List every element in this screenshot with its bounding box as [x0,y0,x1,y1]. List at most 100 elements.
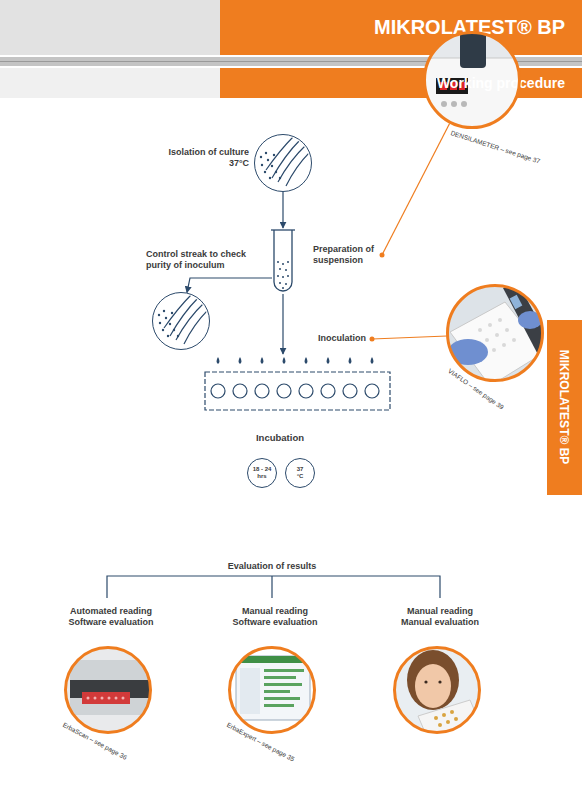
temperature-icon: 37 °C [285,458,315,488]
option-heading: Manual reading Manual evaluation [392,606,488,628]
tube-drawing [282,287,284,289]
step-label: Isolation of culture 37°C [159,147,249,169]
erbaexpert-screenshot [240,668,260,714]
technician-photo [446,720,450,724]
reading-option-circle: Manual reading Manual evaluation [393,646,481,734]
droplet-row [371,357,374,364]
evaluation-bracket [107,576,440,598]
microplate-strip [343,384,357,398]
densilameter-photo [441,101,447,107]
leader-dot [380,253,385,258]
technician-photo [438,723,442,727]
technician-photo [424,680,427,683]
option-heading: Automated reading Software evaluation [63,606,159,628]
streak-plate-icon [158,137,310,344]
viaflo-photo [518,311,542,329]
erbascan-photo [108,697,111,700]
inoculation-leader [372,336,447,339]
erbaexpert-screenshot [264,676,296,679]
page-header [0,0,220,55]
erbascan-photo [122,697,125,700]
viaflo-photo [488,323,492,327]
page-header [0,68,220,98]
erbascan-photo [64,646,152,734]
erbaexpert-screenshot [264,669,304,707]
erbascan-photo [87,697,90,700]
page-reference: ErbaExpert – see page 35 [225,721,295,763]
technician-photo [442,713,446,717]
microplate-strip [365,384,379,398]
viaflo-photo [512,338,516,342]
step-label: Inoculation [318,333,366,344]
step-circle: Control streak to check purity of inocul… [152,292,210,350]
microplate-strip [255,384,269,398]
test-tube: Preparation of suspension [272,228,382,294]
droplet-row [305,357,308,364]
inoculation-leader [370,337,375,342]
microplate-strip [321,384,335,398]
erbascan-photo [87,697,125,700]
section-subtitle: Working procedure [220,75,565,92]
step-label: Control streak to check purity of inocul… [146,249,261,271]
microplate-strip [205,372,390,410]
tube-drawing [279,268,281,270]
step-label: Preparation of suspension [313,244,377,266]
tube-drawing [285,269,287,271]
page-title: MIKROLATEST® BP [220,15,565,39]
erbaexpert-screenshot [264,683,302,686]
technician-photo [438,680,441,683]
viaflo-photo [503,283,560,368]
step-circle: Isolation of culture 37°C [254,134,312,192]
tube-drawing [271,229,295,230]
viaflo-photo [495,333,499,337]
viaflo-photo [505,328,509,332]
microplate-strip [211,384,225,398]
tube-drawing [277,261,279,263]
viaflo-photo [502,343,506,347]
tube-drawing [285,283,287,285]
page-header [220,68,582,98]
side-tab [547,320,582,495]
erbascan-photo [64,646,152,734]
erbaexpert-screenshot [236,656,310,663]
erbaexpert-screenshot [228,646,316,734]
droplet-row [327,357,330,364]
tube-drawing [282,276,284,278]
technician-photo [454,717,458,721]
microplate-strip [233,384,247,398]
microplate-strip [299,384,313,398]
tube-drawing [279,282,281,284]
tube-drawing [271,230,295,291]
technician-photo [407,650,459,710]
erbaexpert-screenshot [264,669,304,672]
leader-line [382,124,450,255]
technician-photo [434,716,438,720]
technician-photo [393,646,482,744]
incubation-time: 18 - 24 hrs [250,466,274,480]
microplate-strip [277,384,291,398]
page-header [220,0,582,55]
device-photo-circle: VIAFLO – see page 39 [446,284,544,382]
erbascan-photo [82,692,130,704]
side-tab-label: MIKROLATEST® BP [557,350,571,465]
time-icon: 18 - 24 hrs [247,458,277,488]
page-reference: ErbaScan – see page 36 [61,721,128,761]
viaflo-photo [448,339,488,365]
microplate: Incubation [203,354,393,412]
viaflo-photo [478,328,482,332]
page-reference: VIAFLO – see page 39 [447,367,506,411]
droplet-row [283,357,286,364]
side-tab [547,320,582,495]
droplet-row [217,357,374,364]
device-photo-circle: DENSILAMETER – see page 37 [423,31,521,129]
erbaexpert-screenshot [264,697,300,700]
technician-photo [418,700,482,744]
viaflo-photo [445,283,560,386]
erbaexpert-screenshot [264,690,290,693]
tube-drawing [282,263,284,265]
erbaexpert-screenshot [236,656,310,720]
erbascan-photo [70,660,150,715]
section-heading: Evaluation of results [228,561,317,572]
erbascan-photo [101,697,104,700]
erbaexpert-screenshot [264,704,294,707]
